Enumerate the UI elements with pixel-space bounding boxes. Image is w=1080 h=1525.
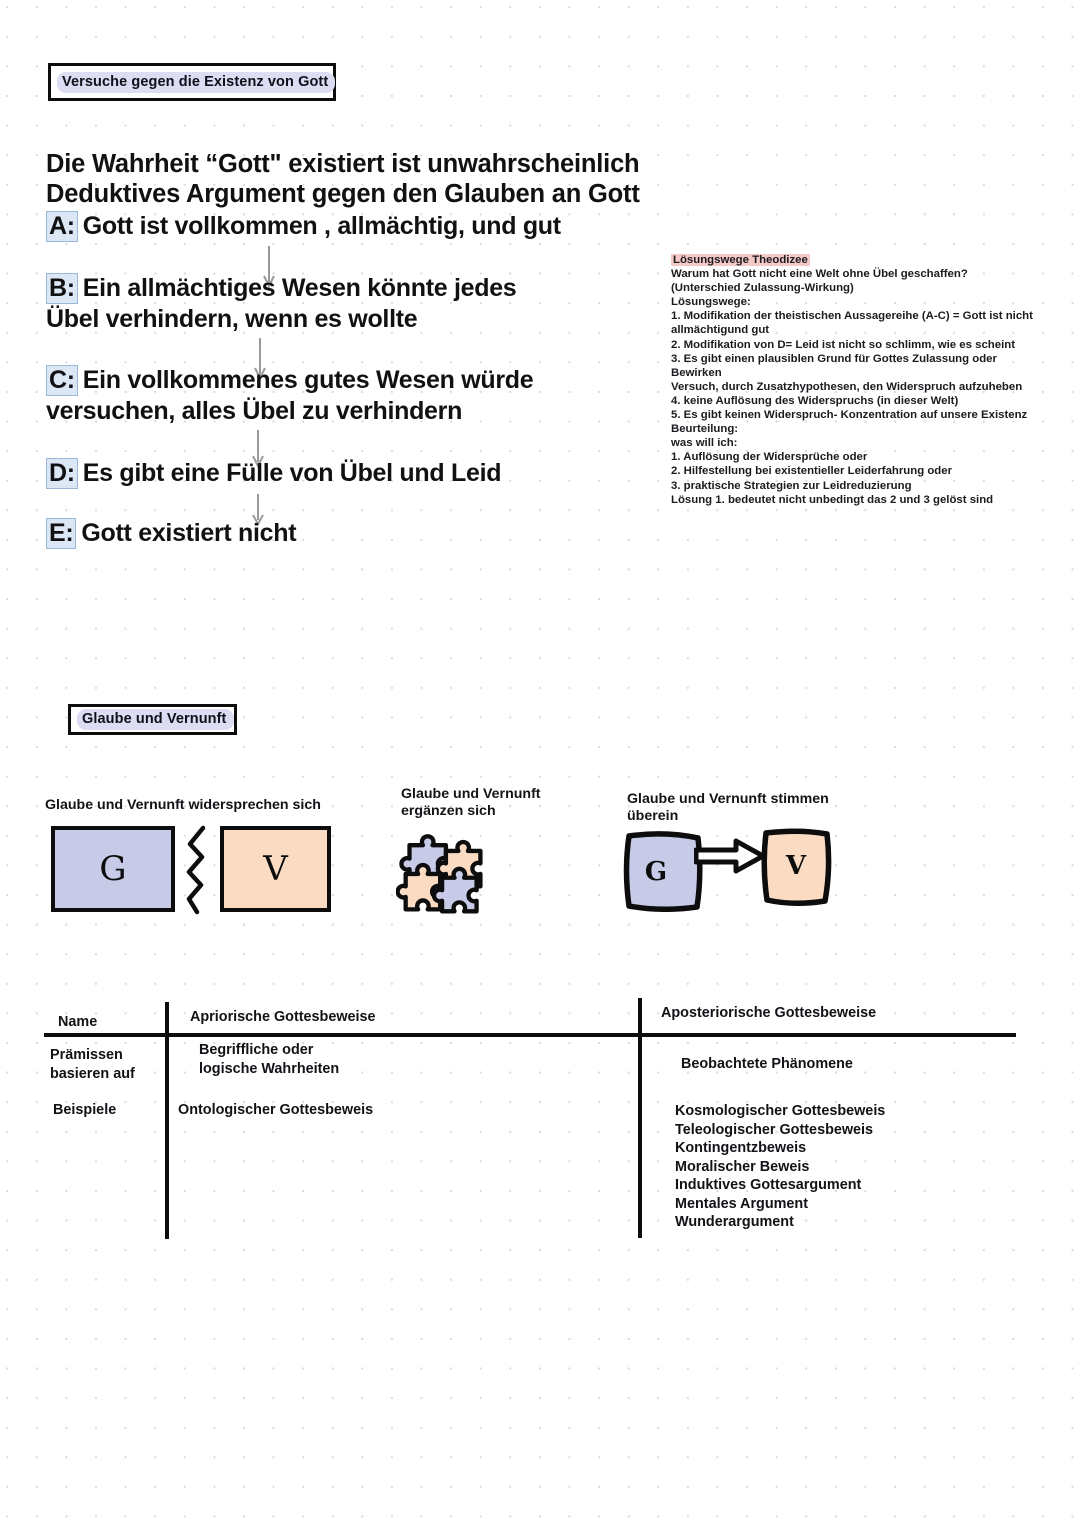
premise-c-label: C: (46, 365, 78, 396)
table-apriori-premises: Begriffliche oder logische Wahrheiten (199, 1042, 340, 1077)
premise-c-text: Ein vollkommenes gutes Wesen würde versu… (46, 366, 534, 425)
svg-text:V: V (785, 851, 807, 881)
theodicy-line-14: 2. Hilfestellung bei existentieller Leid… (671, 465, 953, 478)
theodicy-line-12: was will ich: (671, 437, 738, 450)
premise-e-text: Gott existiert nicht (81, 519, 297, 547)
lightning-zigzag-icon (186, 825, 206, 915)
theodicy-line-3: 1. Modifikation der theistischen Aussage… (671, 310, 1033, 323)
arrow-c-to-d (252, 430, 264, 468)
table-apriori-examples: Ontologischer Gottesbeweis (178, 1102, 374, 1118)
table-hline-header (44, 1033, 1016, 1037)
section-title-attempts-label: Versuche gegen die Existenz von Gott (57, 71, 336, 93)
premise-e: E:Gott existiert nicht (46, 518, 297, 549)
section-title-faith-reason-label: Glaube und Vernunft (77, 709, 234, 730)
premise-a-label: A: (46, 211, 78, 242)
table-aposteriori-name: Aposteriorische Gottesbeweise (661, 1005, 877, 1021)
theodicy-line-5: 2. Modifikation von D= Leid ist nicht so… (671, 338, 1016, 351)
theodicy-line-7: Bewirken (671, 366, 722, 379)
section-title-attempts: Versuche gegen die Existenz von Gott (48, 63, 336, 101)
right-arrow-icon (694, 838, 766, 874)
premise-b: B:Ein allmächtiges Wesen könnte jedes Üb… (46, 273, 517, 335)
theodicy-line-8: Versuch, durch Zusatzhypothesen, den Wid… (671, 380, 1023, 393)
table-apriori-name: Apriorische Gottesbeweise (190, 1009, 376, 1025)
premise-b-text: Ein allmächtiges Wesen könnte jedes Übel… (46, 274, 517, 333)
table-aposteriori-examples: Kosmologischer Gottesbeweis Teleologisch… (675, 1103, 886, 1230)
svg-text:G: G (645, 857, 667, 887)
theodicy-note-block: Lösungswege Theodizee Warum hat Gott nic… (671, 253, 1071, 507)
diagram-3-reason-box: V (761, 828, 832, 906)
diagram-1-reason-glyph: V (263, 849, 288, 889)
theodicy-line-10: 5. Es gibt keinen Widerspruch- Konzentra… (671, 409, 1028, 422)
diagram-1-caption: Glaube und Vernunft widersprechen sich (45, 797, 321, 813)
diagram-1-faith-box: G (51, 826, 175, 912)
theodicy-line-6: 3. Es gibt einen plausiblen Grund für Go… (671, 352, 997, 365)
premise-a: A:Gott ist vollkommen , allmächtig, und … (46, 211, 561, 242)
theodicy-heading: Lösungswege Theodizee (671, 254, 810, 266)
arrow-b-to-c (254, 338, 266, 380)
theodicy-line-15: 3. praktische Strategien zur Leidreduzie… (671, 479, 912, 492)
theodicy-line-4: allmächtigund gut (671, 324, 770, 337)
theodicy-line-1: (Unterschied Zulassung-Wirkung) (671, 282, 854, 295)
table-rowlabel-examples: Beispiele (53, 1102, 117, 1118)
theodicy-line-9: 4. keine Auflösung des Widerspruchs (in … (671, 394, 959, 407)
premise-d: D:Es gibt eine Fülle von Übel und Leid (46, 458, 502, 489)
premise-d-text: Es gibt eine Fülle von Übel und Leid (82, 459, 502, 487)
diagram-1-reason-box: V (220, 826, 331, 912)
premise-d-label: D: (46, 458, 78, 489)
theodicy-heading-row: Lösungswege Theodizee (671, 253, 1071, 267)
table-rowlabel-premises: Prämissen basieren auf (50, 1047, 135, 1082)
premise-e-label: E: (46, 518, 77, 549)
table-aposteriori-premises: Beobachtete Phänomene (681, 1056, 853, 1072)
section-title-faith-reason: Glaube und Vernunft (68, 704, 237, 735)
diagram-2-caption: Glaube und Vernunft ergänzen sich (401, 786, 541, 819)
diagram-3-faith-box: G (623, 831, 703, 912)
theodicy-line-16: Lösung 1. bedeutet nicht unbedingt das 2… (671, 493, 994, 506)
diagram-1-faith-glyph: G (99, 849, 127, 889)
theodicy-line-13: 1. Auflösung der Widersprüche oder (671, 451, 868, 464)
arrow-a-to-b (263, 246, 275, 288)
table-rowlabel-name: Name (58, 1014, 98, 1030)
premise-a-text: Gott ist vollkommen , allmächtig, und gu… (82, 212, 561, 240)
premise-b-label: B: (46, 273, 78, 304)
theodicy-line-11: Beurteilung: (671, 423, 739, 436)
headline-line-2: Deduktives Argument gegen den Glauben an… (46, 180, 640, 208)
puzzle-pieces-icon (396, 834, 483, 914)
headline-line-1: Die Wahrheit “Gott" existiert ist unwahr… (46, 150, 640, 178)
table-vline-right (638, 998, 642, 1238)
premise-c: C:Ein vollkommenes gutes Wesen würde ver… (46, 365, 534, 427)
table-vline-left (165, 1002, 169, 1239)
arrow-d-to-e (252, 494, 264, 526)
theodicy-line-0: Warum hat Gott nicht eine Welt ohne Übel… (671, 268, 968, 281)
theodicy-line-2: Lösungswege: (671, 296, 751, 309)
diagram-3-caption: Glaube und Vernunft stimmen überein (627, 791, 829, 824)
